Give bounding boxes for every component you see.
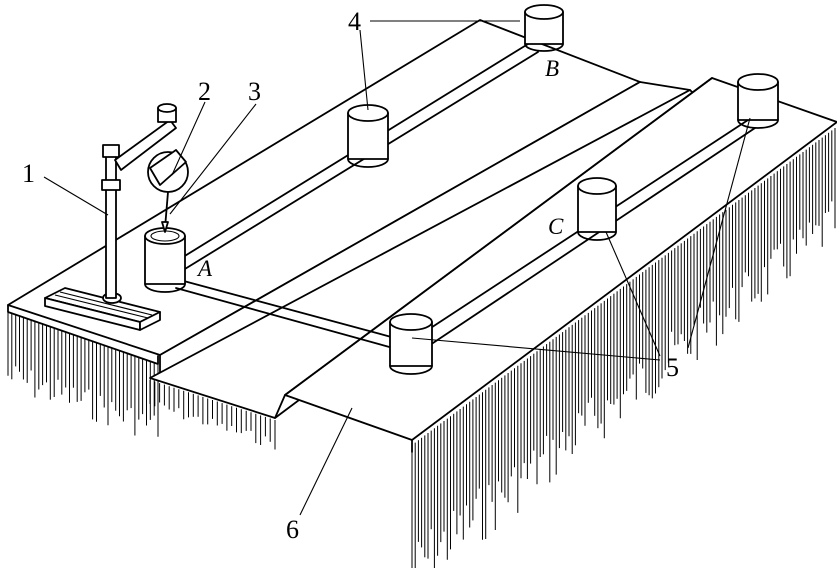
right-groove-edge (274, 77, 713, 419)
callout-4: 4 (348, 7, 361, 36)
right-side-hatching (411, 128, 836, 568)
callout-6: 6 (286, 515, 299, 544)
callout-2: 2 (198, 77, 211, 106)
point-label-a: A (196, 256, 213, 281)
leader-lines (43, 20, 751, 516)
vessel-a (144, 227, 186, 293)
base-block (7, 19, 837, 453)
callout-1: 1 (22, 159, 35, 188)
callout-3: 3 (248, 77, 261, 106)
vessel-mid-left (347, 104, 389, 168)
point-label-c: C (548, 214, 564, 239)
connecting-tube (175, 279, 396, 349)
measuring-stand (44, 103, 189, 331)
left-plate-front-edge (7, 304, 159, 365)
front-left-hatching (7, 312, 276, 450)
point-label-b: B (545, 56, 559, 81)
vessel-c (577, 177, 617, 241)
vessel-bottom-right (389, 313, 433, 375)
vessel-b (524, 4, 564, 52)
callout-5: 5 (666, 353, 679, 382)
vessel-top-right (737, 73, 779, 129)
